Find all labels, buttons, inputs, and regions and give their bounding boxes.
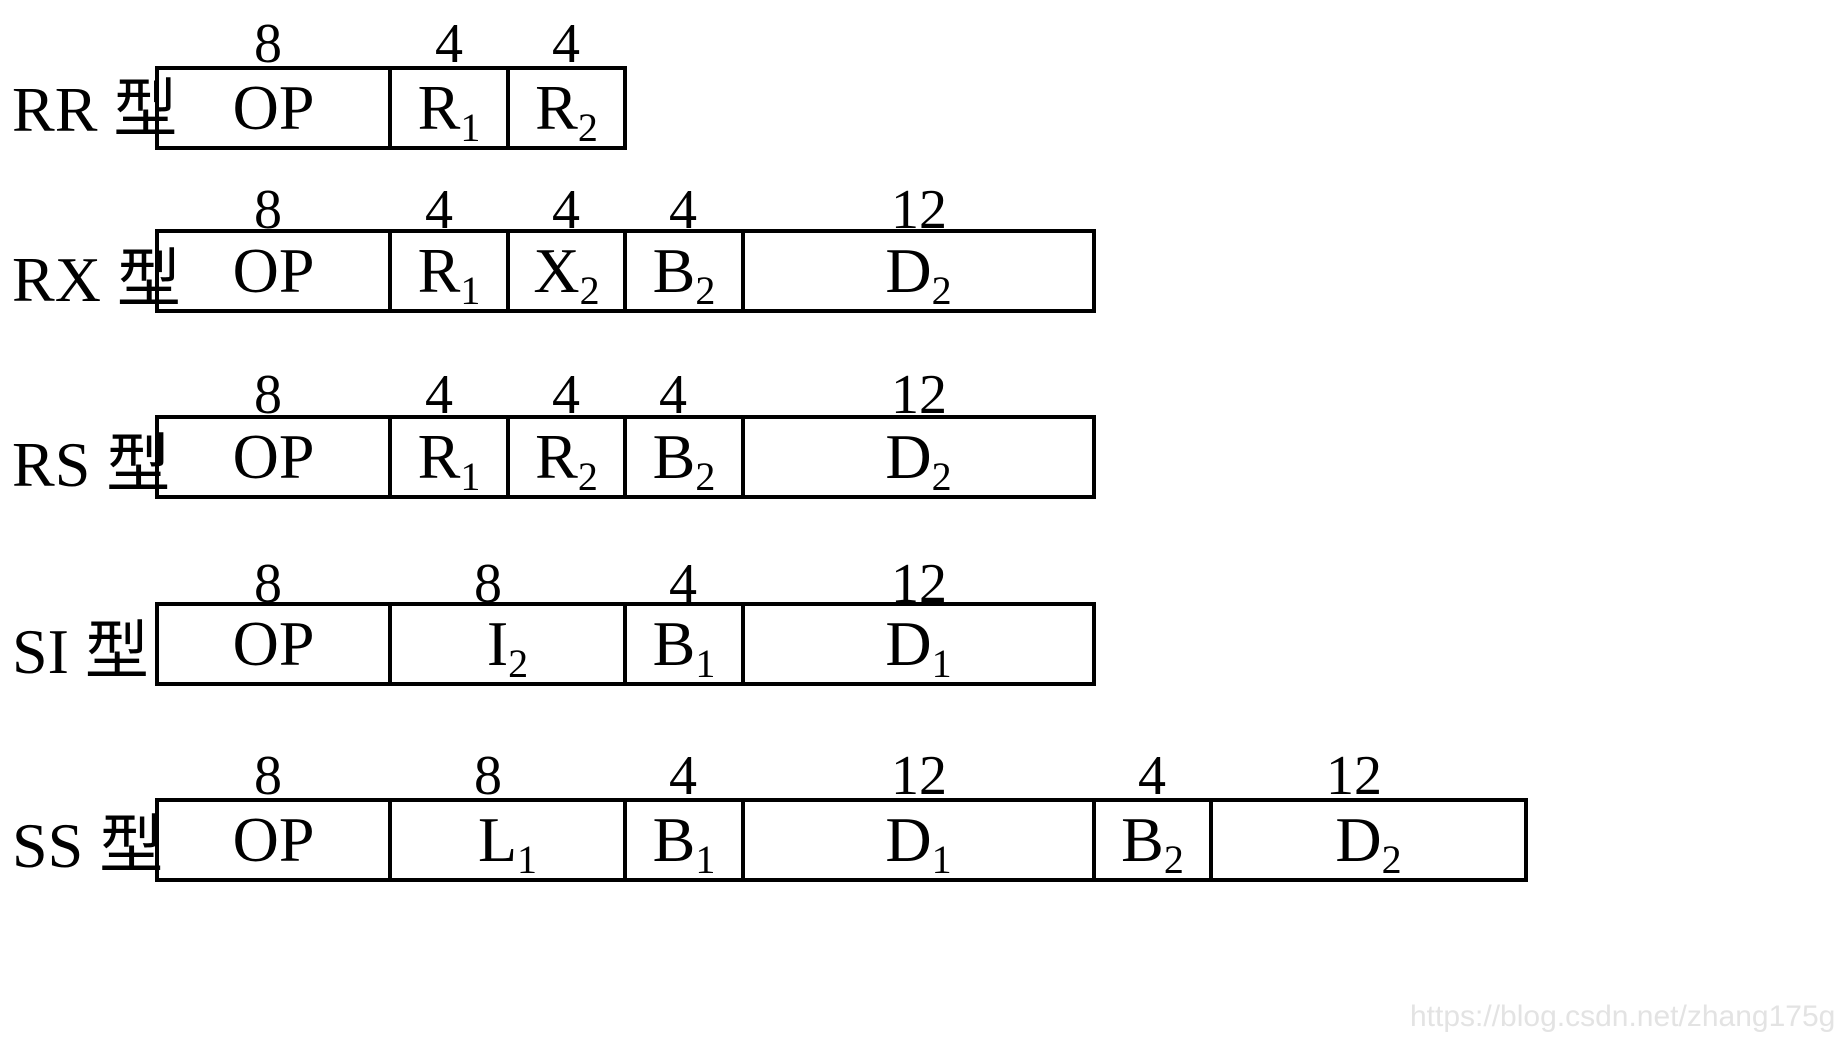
- format-row-si: SI 型 8 8 4 12 OP I2 B1 D1: [0, 556, 1810, 746]
- bit-width: 4: [425, 179, 453, 241]
- bit-width: 12: [891, 364, 947, 426]
- bit-width: 4: [425, 364, 453, 426]
- bit-width: 4: [552, 364, 580, 426]
- field-d1: D1: [745, 798, 1096, 882]
- format-label: RR 型: [12, 74, 178, 145]
- format-label: SI 型: [12, 616, 149, 687]
- field-b1: B1: [627, 602, 745, 686]
- bit-width: 8: [254, 179, 282, 241]
- bit-width: 12: [891, 179, 947, 241]
- field-op: OP: [155, 66, 392, 150]
- field-d1: D1: [745, 602, 1096, 686]
- format-row-rs: RS 型 8 4 4 4 12 OP R1 R2 B2 D2: [0, 367, 1810, 557]
- bit-width: 4: [435, 13, 463, 75]
- field-x2: X2: [510, 229, 627, 313]
- bit-width: 12: [891, 745, 947, 807]
- field-r1: R1: [392, 66, 510, 150]
- field-r2: R2: [510, 66, 627, 150]
- bit-width: 8: [474, 745, 502, 807]
- bit-width: 8: [254, 364, 282, 426]
- format-label: SS 型: [12, 810, 164, 881]
- bit-width: 4: [659, 364, 687, 426]
- field-r1: R1: [392, 415, 510, 499]
- field-op: OP: [155, 415, 392, 499]
- bit-width: 4: [552, 179, 580, 241]
- field-l1: L1: [392, 798, 627, 882]
- bit-width: 8: [254, 745, 282, 807]
- field-b2: B2: [627, 229, 745, 313]
- field-r2: R2: [510, 415, 627, 499]
- bit-width: 4: [669, 745, 697, 807]
- field-op: OP: [155, 229, 392, 313]
- field-b2: B2: [627, 415, 745, 499]
- field-op: OP: [155, 798, 392, 882]
- field-i2: I2: [392, 602, 627, 686]
- field-d2: D2: [745, 229, 1096, 313]
- bit-width: 4: [1138, 745, 1166, 807]
- format-label: RS 型: [12, 429, 171, 500]
- field-b1: B1: [627, 798, 745, 882]
- watermark-text: https://blog.csdn.net/zhang175g: [1410, 1000, 1835, 1033]
- field-d2: D2: [1213, 798, 1528, 882]
- field-r1: R1: [392, 229, 510, 313]
- bit-width: 8: [254, 13, 282, 75]
- bit-width: 12: [1326, 745, 1382, 807]
- bit-width: 4: [669, 179, 697, 241]
- format-row-ss: SS 型 8 8 4 12 4 12 OP L1 B1 D1 B2 D2: [0, 748, 1810, 938]
- field-op: OP: [155, 602, 392, 686]
- field-d2: D2: [745, 415, 1096, 499]
- field-b2: B2: [1096, 798, 1213, 882]
- format-row-rx: RX 型 8 4 4 4 12 OP R1 X2 B2 D2: [0, 180, 1810, 370]
- format-row-rr: RR 型 8 4 4 OP R1 R2: [0, 10, 1810, 200]
- bit-width: 4: [552, 13, 580, 75]
- format-label: RX 型: [12, 244, 181, 315]
